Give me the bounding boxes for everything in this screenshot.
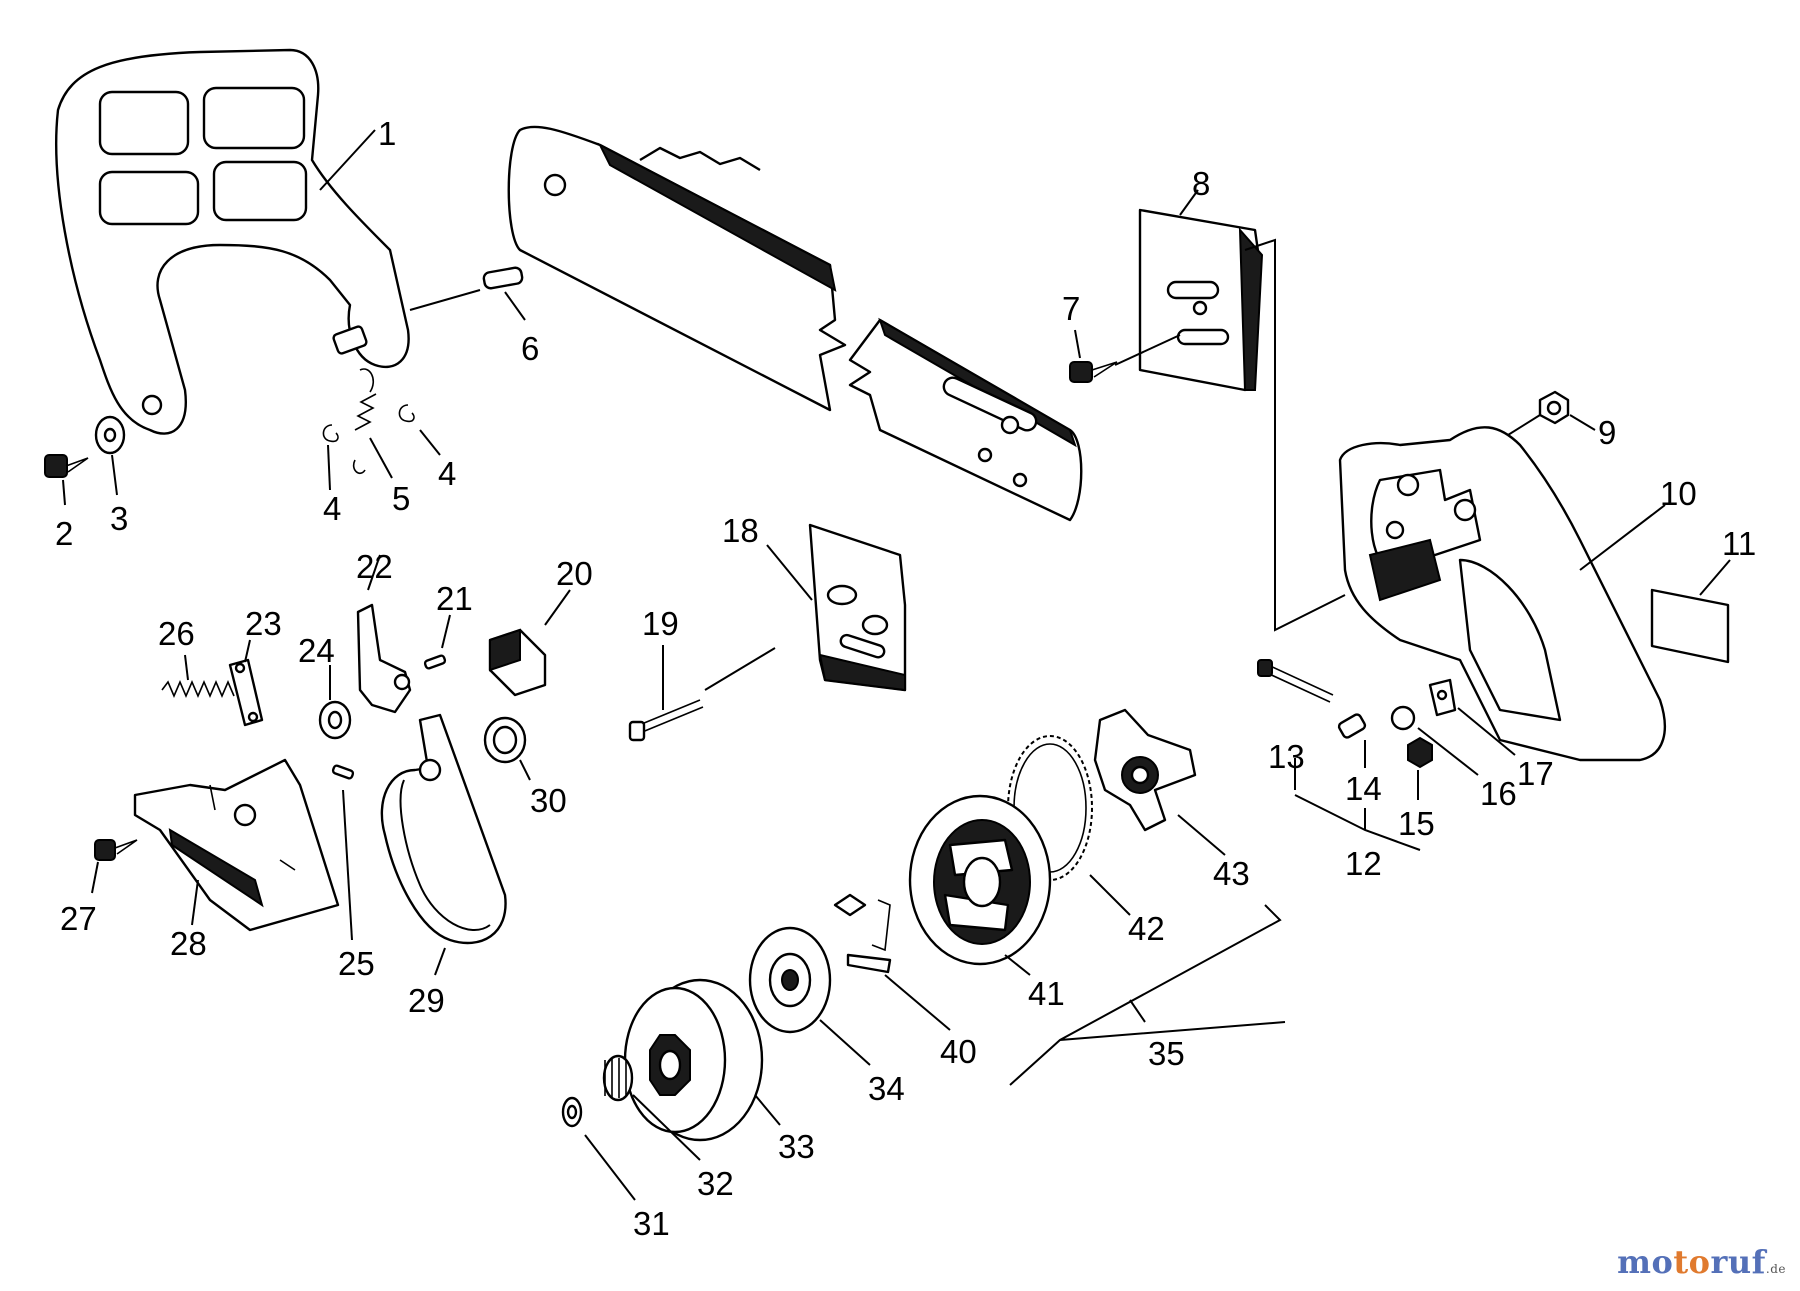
callout-16: 16 — [1480, 775, 1517, 812]
callout-23: 23 — [245, 605, 282, 642]
callout-43: 43 — [1213, 855, 1250, 892]
callout-12: 12 — [1345, 845, 1382, 882]
part-4-clip-right — [398, 404, 415, 423]
callout-8: 8 — [1192, 165, 1210, 202]
part-7-screw — [1069, 361, 1118, 383]
callout-10: 10 — [1660, 475, 1697, 512]
part-9-nut — [1538, 390, 1570, 425]
part-24-bushing — [318, 700, 352, 740]
part-13-adjuster-screw — [1257, 659, 1334, 703]
callout-33: 33 — [778, 1128, 815, 1165]
callout-4-left: 4 — [323, 490, 341, 527]
part-34-washer — [748, 926, 832, 1034]
callout-35: 35 — [1148, 1035, 1185, 1072]
part-23-link — [228, 658, 264, 727]
callout-31: 31 — [633, 1205, 670, 1242]
callout-2: 2 — [55, 515, 73, 552]
part-30-sleeve — [483, 716, 527, 764]
watermark-tld: .de — [1765, 1262, 1786, 1276]
callout-41: 41 — [1028, 975, 1065, 1012]
part-29-brake-band — [380, 713, 507, 945]
part-14-nipple — [1337, 713, 1367, 739]
part-27-screw — [94, 839, 138, 861]
part-43-clutch-hub — [1093, 708, 1197, 832]
part-20-block — [488, 628, 547, 697]
part-16-gear — [1390, 705, 1416, 731]
part-11-label — [1650, 588, 1730, 664]
guide-bar-upper — [507, 125, 847, 412]
part-5-spring — [352, 368, 377, 475]
callout-26: 26 — [158, 615, 195, 652]
callout-42: 42 — [1128, 910, 1165, 947]
watermark-part-c: ruf — [1710, 1243, 1766, 1281]
callout-7: 7 — [1062, 290, 1080, 327]
callout-4-right: 4 — [438, 455, 456, 492]
part-32-needle-bearing — [602, 1054, 634, 1102]
callout-6: 6 — [521, 330, 539, 367]
watermark-logo: motoruf.de — [1617, 1243, 1786, 1281]
callout-20: 20 — [556, 555, 593, 592]
part-26-spring — [161, 679, 235, 699]
callout-1: 1 — [378, 115, 396, 152]
part-31-washer — [561, 1096, 583, 1128]
callout-3: 3 — [110, 500, 128, 537]
callout-32: 32 — [697, 1165, 734, 1202]
callout-17: 17 — [1517, 755, 1554, 792]
part-40-springs — [833, 893, 892, 974]
part-21-pin — [423, 654, 447, 670]
part-2-screw — [44, 454, 89, 478]
callout-15: 15 — [1398, 805, 1435, 842]
part-6-pin — [482, 266, 524, 290]
callout-28: 28 — [170, 925, 207, 962]
callout-34: 34 — [868, 1070, 905, 1107]
part-17-plate — [1428, 678, 1457, 717]
part-28-chain-brake-handle — [133, 758, 340, 932]
part-15-nut — [1407, 736, 1433, 769]
part-22-lever — [356, 603, 412, 714]
callout-19: 19 — [642, 605, 679, 642]
callout-11: 11 — [1722, 525, 1756, 562]
callout-9: 9 — [1598, 414, 1616, 451]
callout-18: 18 — [722, 512, 759, 549]
callout-21: 21 — [436, 580, 473, 617]
guide-bar-lower — [848, 317, 1083, 522]
callout-30: 30 — [530, 782, 567, 819]
watermark-part-b: to — [1673, 1243, 1711, 1281]
callout-14: 14 — [1345, 770, 1382, 807]
callout-27: 27 — [60, 900, 97, 937]
part-25-pin — [331, 764, 355, 780]
part-18-inner-plate — [808, 523, 907, 692]
part-8-side-plate — [1138, 208, 1264, 392]
part-1-hand-guard — [55, 48, 410, 435]
part-33-clutch-drum — [623, 978, 764, 1142]
part-19-stud — [628, 699, 704, 742]
part-3-washer — [94, 415, 126, 455]
part-41-clutch-shoes — [908, 794, 1052, 966]
callout-22: 22 — [356, 548, 393, 585]
callout-5: 5 — [392, 480, 410, 517]
callout-25: 25 — [338, 945, 375, 982]
callout-29: 29 — [408, 982, 445, 1019]
part-10-sprocket-cover — [1338, 426, 1667, 762]
callout-13: 13 — [1268, 738, 1305, 775]
part-4-clip-left — [322, 424, 339, 443]
callout-24: 24 — [298, 632, 335, 669]
watermark-part-a: mo — [1617, 1243, 1674, 1281]
callout-40: 40 — [940, 1033, 977, 1070]
